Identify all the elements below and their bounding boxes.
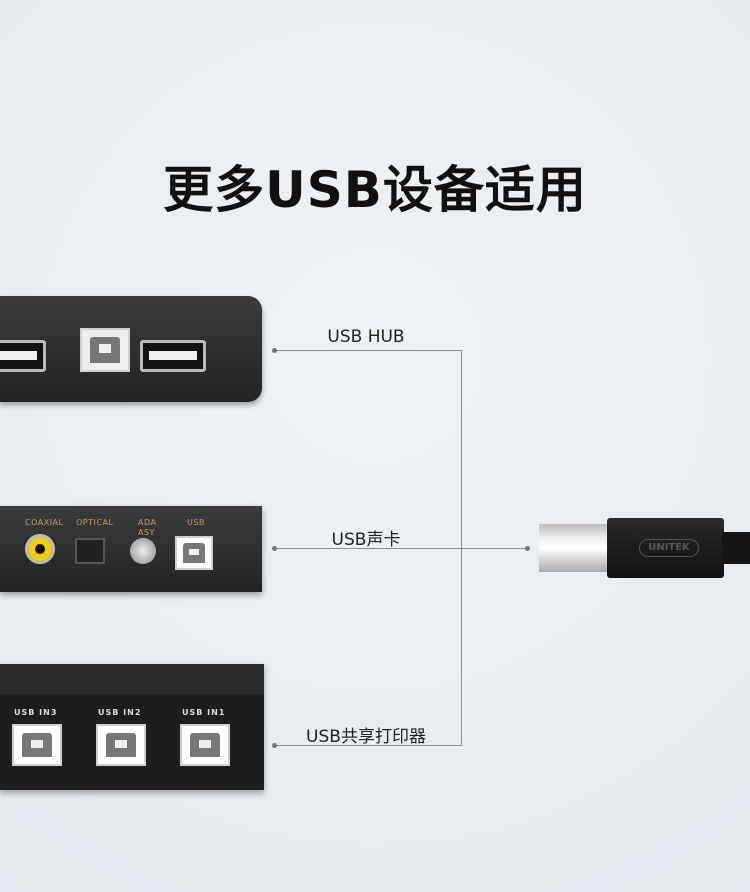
usb-b-port (175, 536, 213, 570)
usb-b-port (80, 328, 130, 372)
connector-dot (272, 348, 277, 353)
connector-line (274, 745, 462, 746)
usb-b-port (180, 724, 230, 766)
brand-logo: UNITEK (639, 539, 699, 557)
switch-button (130, 538, 156, 564)
connector-dot (525, 546, 530, 551)
connector-dot (272, 743, 277, 748)
usb-a-port (0, 340, 46, 372)
usb-b-port (12, 724, 62, 766)
page-title: 更多USB设备适用 (163, 161, 587, 219)
label-usb-hub: USB HUB (327, 327, 405, 347)
ada-label: ADA (138, 518, 157, 527)
asy-label: ASY (138, 528, 155, 537)
usb-b-port (96, 724, 146, 766)
optical-port (75, 538, 105, 564)
optical-label: OPTICAL (76, 518, 114, 527)
port-label: USB IN3 (14, 708, 58, 717)
connector-line (461, 350, 462, 746)
port-label: USB IN1 (182, 708, 226, 717)
label-usb-printer-sharer: USB共享打印器 (306, 727, 426, 747)
cable (722, 532, 750, 564)
cable-housing (607, 518, 724, 578)
port-label: USB IN2 (98, 708, 142, 717)
connector-line (274, 548, 527, 549)
usb-sound-card-device: COAXIAL OPTICAL ADA ASY USB (0, 506, 262, 592)
coaxial-port (25, 534, 55, 564)
connector-dot (272, 546, 277, 551)
usb-b-plug-metal (539, 524, 609, 572)
usb-a-port (140, 340, 206, 372)
coaxial-label: COAXIAL (25, 518, 64, 527)
connector-line (274, 350, 462, 351)
usb-printer-sharer-device: USB IN3 USB IN2 USB IN1 (0, 664, 264, 790)
usb-hub-device (0, 296, 262, 402)
label-usb-sound-card: USB声卡 (331, 530, 401, 550)
usb-label: USB (187, 518, 205, 527)
